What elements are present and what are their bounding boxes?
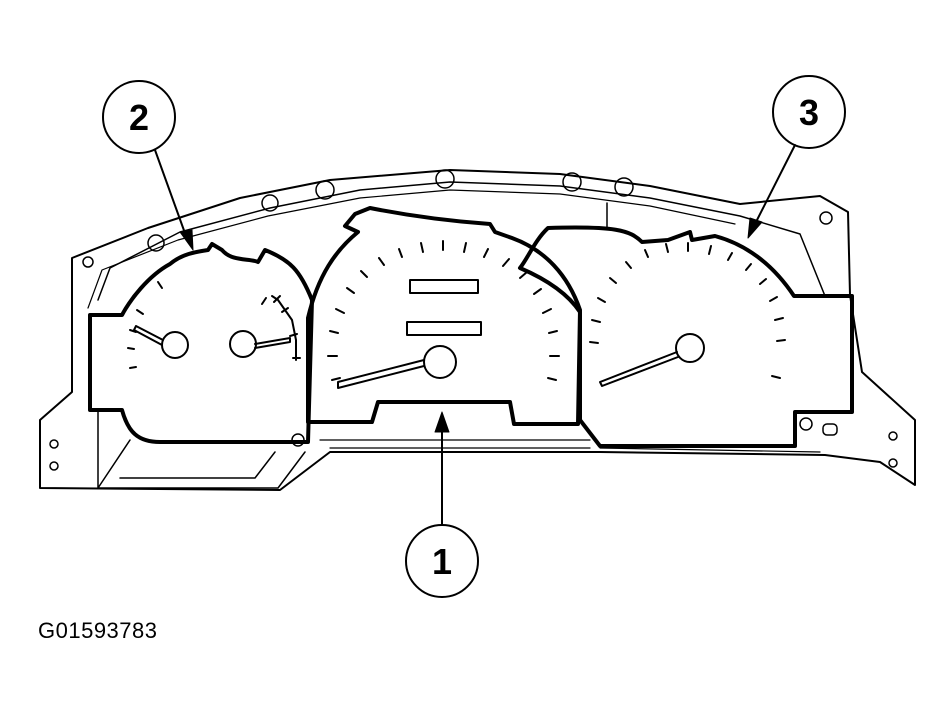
right-tachometer-pod (518, 225, 854, 448)
odometer-window-lower (406, 321, 482, 336)
callout-3-circle (772, 75, 846, 149)
callout-2-circle (102, 80, 176, 154)
callout-2 (102, 80, 194, 251)
lower-tray-lines (319, 439, 821, 453)
mounting-holes (49, 169, 898, 471)
callout-2-label: 2 (129, 97, 149, 138)
callout-1-label: 1 (432, 541, 452, 582)
odometer-window-upper (409, 279, 479, 294)
callout-2-arrowhead (179, 229, 194, 251)
callout-2-leader (154, 149, 187, 237)
cluster-housing-outline (39, 169, 916, 491)
lower-tray (97, 409, 306, 489)
callout-3 (747, 75, 846, 239)
right-tachometer-ticks (589, 242, 786, 379)
center-speedometer-pod (306, 206, 582, 426)
left-gauge-ticks (127, 281, 301, 369)
callout-3-arrowhead (747, 217, 763, 239)
callout-1-arrowhead (434, 411, 450, 433)
callout-1 (405, 411, 479, 598)
cluster-housing-inner-rim-2 (87, 189, 736, 309)
figure-id: G01593783 (38, 618, 158, 643)
center-speedometer-ticks (327, 240, 560, 381)
right-tachometer-needle (599, 333, 705, 387)
callout-3-label: 3 (799, 92, 819, 133)
left-gauge-pod (88, 242, 314, 444)
center-speedometer-needle (337, 345, 457, 389)
left-gauge-needles (133, 325, 291, 359)
callout-3-leader (755, 144, 796, 223)
